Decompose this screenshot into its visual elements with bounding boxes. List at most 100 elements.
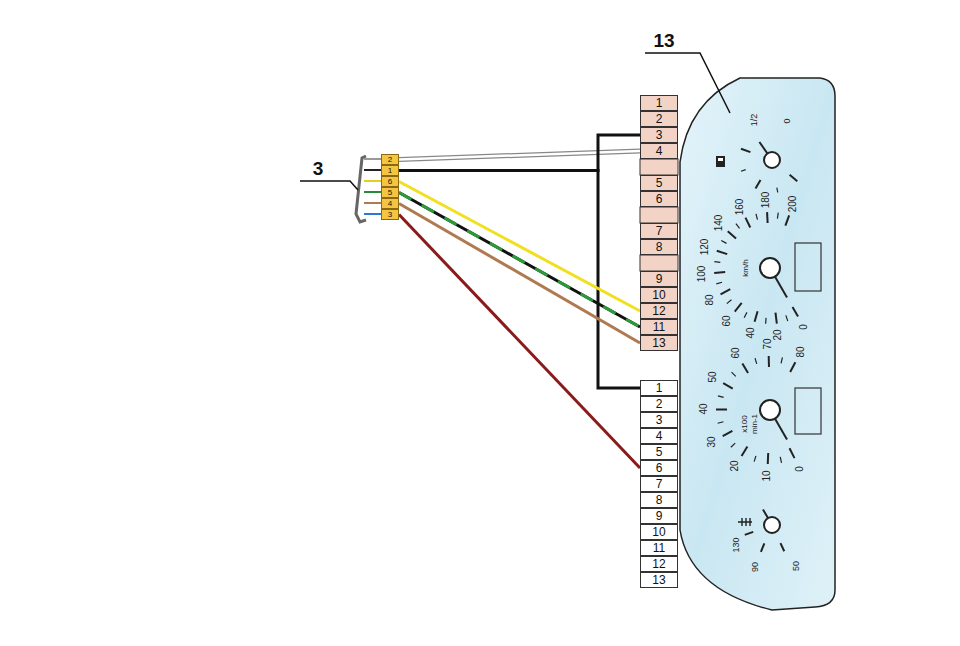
cluster-pin: 6 [640, 191, 678, 207]
cluster-pin: 2 [640, 396, 678, 412]
rpm-scale: 30 [707, 436, 717, 447]
speed-scale: 100 [697, 266, 707, 283]
wire [399, 182, 640, 312]
pin-number: 11 [653, 321, 665, 333]
unit-label: km/h [742, 259, 750, 276]
rpm-scale: 50 [708, 372, 718, 383]
speed-scale: 180 [761, 192, 771, 209]
cluster-pin: 2 [640, 111, 678, 127]
fuel-icon [716, 156, 725, 167]
pin-number: 5 [388, 189, 392, 197]
blank-pin-slots [640, 159, 678, 271]
cluster-pin: 10 [640, 287, 678, 303]
cluster-pin: 12 [640, 556, 678, 572]
pin-number: 7 [656, 225, 663, 237]
temp-scale: 130 [732, 537, 741, 552]
cluster-pin: 12 [640, 303, 678, 319]
gauge-needles [759, 142, 787, 533]
cluster-pin: 10 [640, 524, 678, 540]
odometer-window [795, 243, 821, 291]
pin-number: 1 [388, 167, 392, 175]
cluster-pin: 7 [640, 223, 678, 239]
pin-number: 6 [656, 462, 663, 474]
unit-label: min-1 [751, 414, 759, 434]
cluster-pin: 5 [640, 175, 678, 191]
rpm-scale: 20 [730, 461, 740, 472]
pin-number: 13 [652, 574, 665, 586]
speed-scale: 200 [788, 196, 798, 213]
speed-scale: 0 [799, 324, 809, 330]
cluster-pin: 11 [640, 540, 678, 556]
cluster-pin: 6 [640, 460, 678, 476]
speed-scale: 120 [700, 239, 710, 256]
pin-number: 10 [652, 289, 665, 301]
speed-scale: 40 [746, 328, 756, 339]
pin-number: 3 [656, 414, 663, 426]
wire [399, 193, 640, 328]
cluster-pin: 8 [640, 239, 678, 255]
speed-scale: 20 [773, 330, 783, 341]
pin-number: 1 [656, 97, 663, 109]
pin-number: 4 [656, 145, 663, 157]
pin-number: 5 [656, 446, 663, 458]
temperature-icon [738, 518, 752, 526]
wire [399, 171, 640, 389]
pin-number: 9 [656, 273, 663, 285]
rpm-scale: 60 [731, 348, 741, 359]
rpm-scale: 10 [762, 470, 772, 481]
cluster-pin: 11 [640, 319, 678, 335]
wire [399, 135, 640, 171]
connector-pin: 3 [381, 209, 399, 220]
rpm-scale: 70 [763, 338, 773, 349]
pin-number: 3 [656, 129, 663, 141]
pin-number: 11 [653, 542, 665, 554]
cluster-pin: 7 [640, 476, 678, 492]
speed-scale: 160 [735, 199, 745, 216]
pin-number: 6 [656, 193, 663, 205]
rpm-scale: 40 [699, 404, 709, 415]
gauge-scale: 1/2 [750, 114, 759, 127]
unit-label: x100 [741, 415, 749, 432]
rpm-scale: 0 [795, 466, 805, 472]
connector-housing [356, 156, 381, 222]
wire [399, 215, 640, 469]
speed-scale: 80 [705, 294, 715, 305]
pin-number: 1 [656, 382, 663, 394]
connector-pin: 5 [381, 187, 399, 198]
wire [399, 151, 640, 160]
speed-scale: 140 [714, 215, 724, 232]
pin-number: 8 [656, 241, 663, 253]
pin-number: 5 [656, 177, 663, 189]
cluster-pin: 1 [640, 95, 678, 111]
pin-number: 9 [656, 510, 663, 522]
speed-scale: 60 [722, 315, 732, 326]
pin-number: 2 [656, 398, 663, 410]
pin-number: 6 [388, 178, 392, 186]
callout-number: 3 [313, 159, 324, 178]
pin-number: 13 [652, 337, 665, 349]
cluster-pin: 3 [640, 127, 678, 143]
pin-number: 2 [388, 156, 392, 164]
cluster-pin: 9 [640, 271, 678, 287]
cluster-pin: 9 [640, 508, 678, 524]
display-window [795, 388, 821, 434]
connector-pin: 4 [381, 198, 399, 209]
pin-number: 12 [652, 305, 665, 317]
pin-number: 4 [388, 200, 392, 208]
connector-pin: 6 [381, 176, 399, 187]
connector-pin: 2 [381, 154, 399, 165]
pin-number: 4 [656, 430, 663, 442]
connector-pin: 1 [381, 165, 399, 176]
temp-scale: 90 [751, 562, 760, 572]
wire [399, 204, 640, 344]
cluster-pin: 13 [640, 572, 678, 588]
cluster-pin: 4 [640, 428, 678, 444]
cluster-pin: 3 [640, 412, 678, 428]
pin-number: 2 [656, 113, 663, 125]
pin-number: 3 [388, 211, 392, 219]
rpm-scale: 80 [796, 346, 806, 357]
temp-scale: 50 [792, 561, 801, 571]
gauge-ticks [714, 149, 798, 552]
